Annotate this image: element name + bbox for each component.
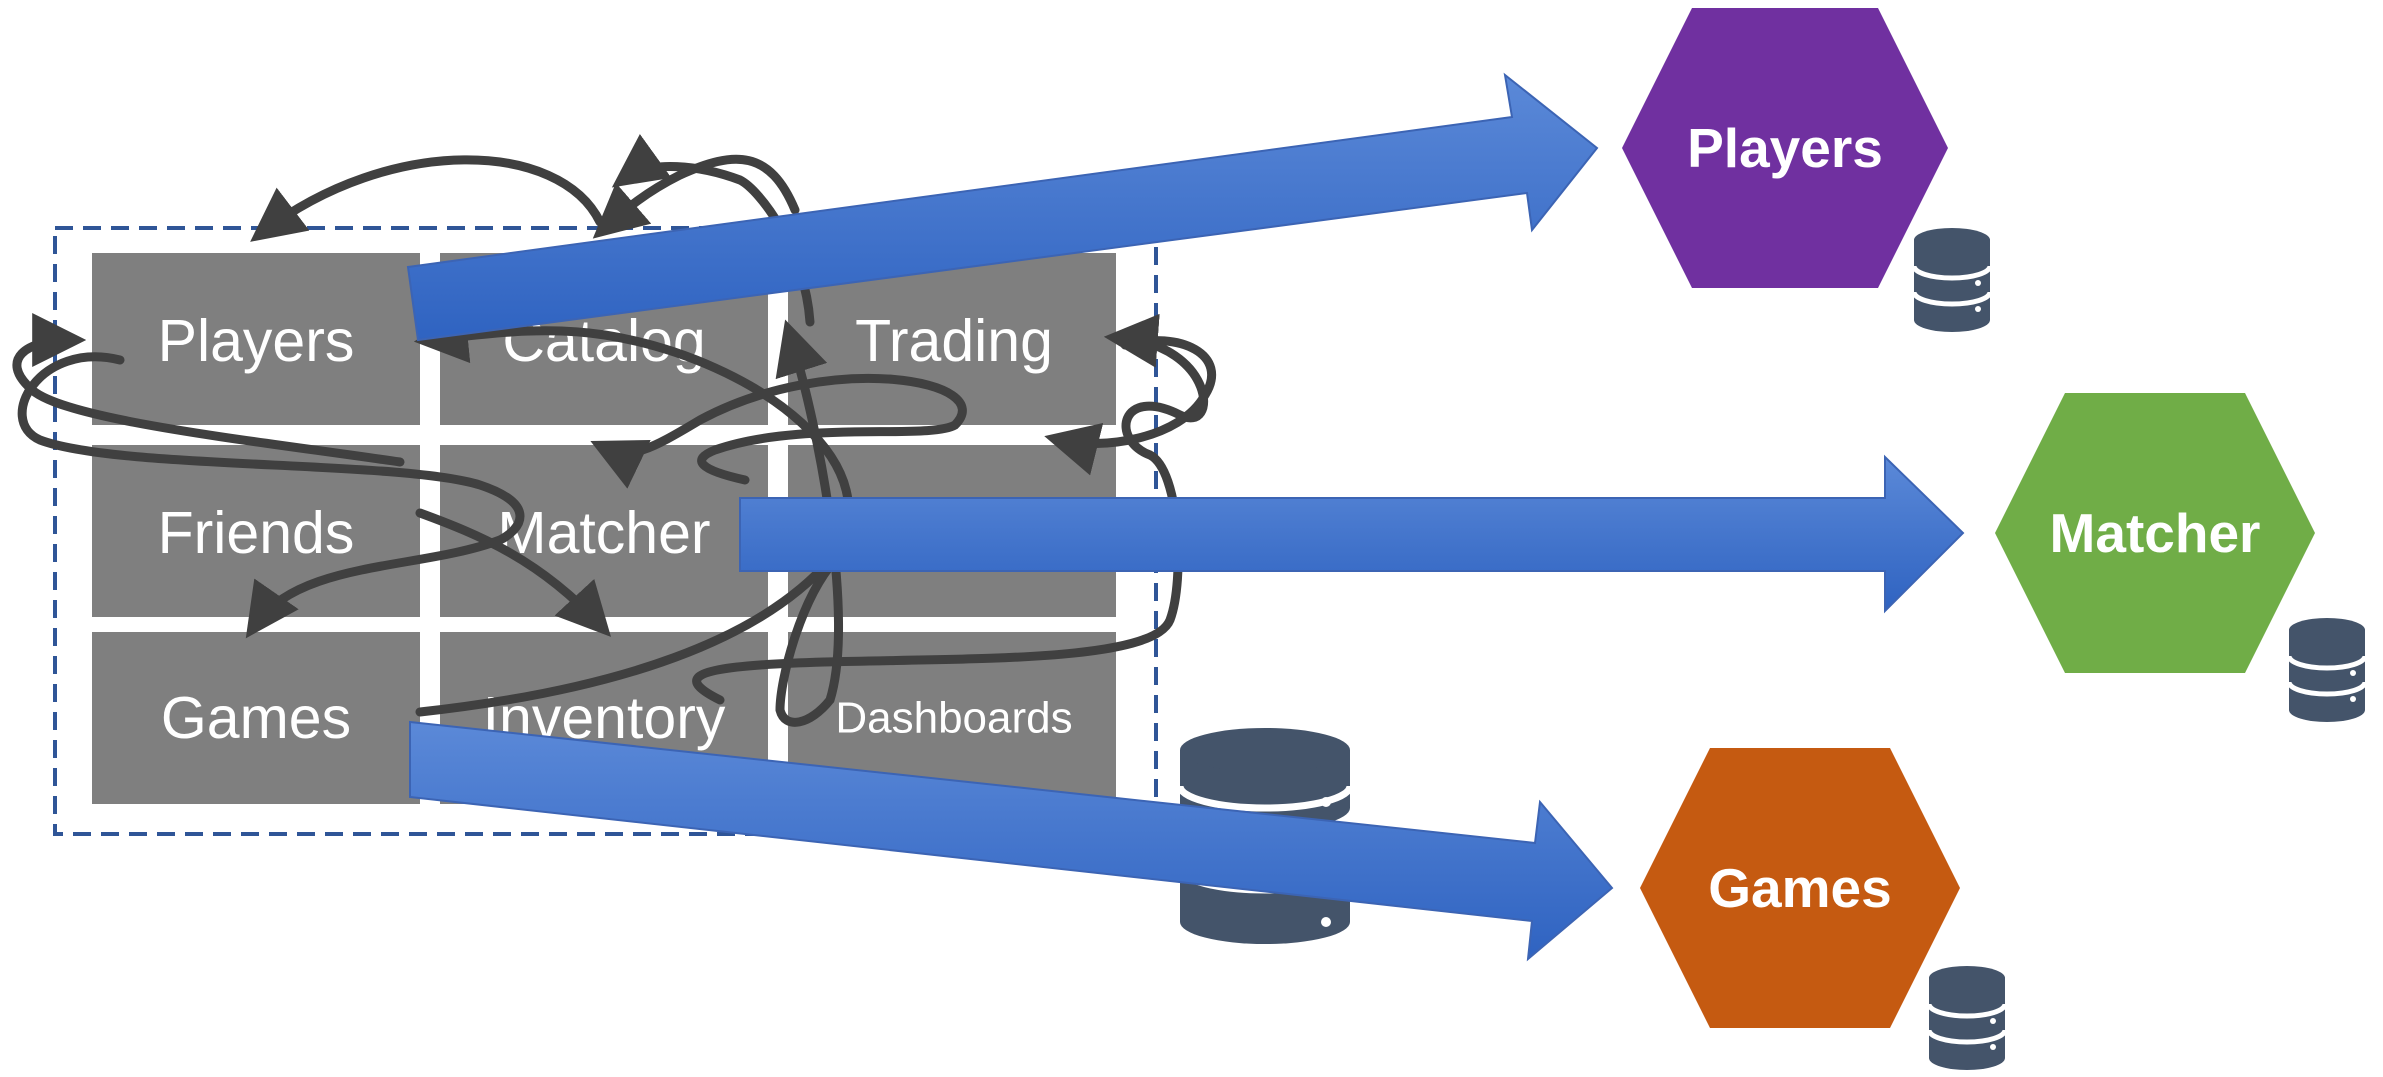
players-service-label: Players: [1687, 117, 1883, 179]
dependency-arrow: [12, 313, 405, 467]
matcher-service: Matcher: [1995, 393, 2368, 722]
database-icon: [1926, 966, 2008, 1070]
module-games: [92, 632, 420, 804]
players-service-hexagon: [1622, 8, 1948, 288]
arrow-to-games-service: [409, 720, 1614, 962]
database-icon: [2286, 618, 2368, 722]
dependency-arrow: [250, 155, 605, 242]
dependency-arrow: [590, 374, 967, 489]
dependency-arrow: [592, 154, 800, 239]
database-icon: [1911, 228, 1993, 332]
decomposition-arrows: [406, 72, 1965, 962]
module-players-label: Players: [158, 308, 355, 374]
matcher-service-label: Matcher: [2050, 502, 2261, 564]
games-service-hexagon: [1640, 748, 1960, 1028]
module-friends-label: Friends: [158, 500, 355, 566]
module-dependencies: [12, 134, 1216, 727]
dependency-arrow: [413, 309, 854, 717]
games-service: Games: [1640, 748, 2008, 1070]
module-games-label: Games: [161, 685, 351, 751]
module-dashboards-label: Dashboards: [835, 694, 1072, 743]
matcher-service-hexagon: [1995, 393, 2315, 673]
module-matcher-label: Matcher: [497, 500, 710, 566]
dependency-arrow: [1044, 336, 1216, 476]
players-service: Players: [1622, 8, 1993, 332]
games-service-label: Games: [1708, 857, 1891, 919]
dependency-arrow: [775, 319, 844, 727]
module-players: [92, 253, 420, 425]
module-trading-label: Trading: [855, 308, 1053, 374]
dependency-arrow: [17, 352, 525, 639]
arrow-to-players-service: [406, 72, 1599, 342]
arrow-to-matcher-service: [739, 454, 1965, 614]
dependency-arrow: [415, 508, 611, 637]
